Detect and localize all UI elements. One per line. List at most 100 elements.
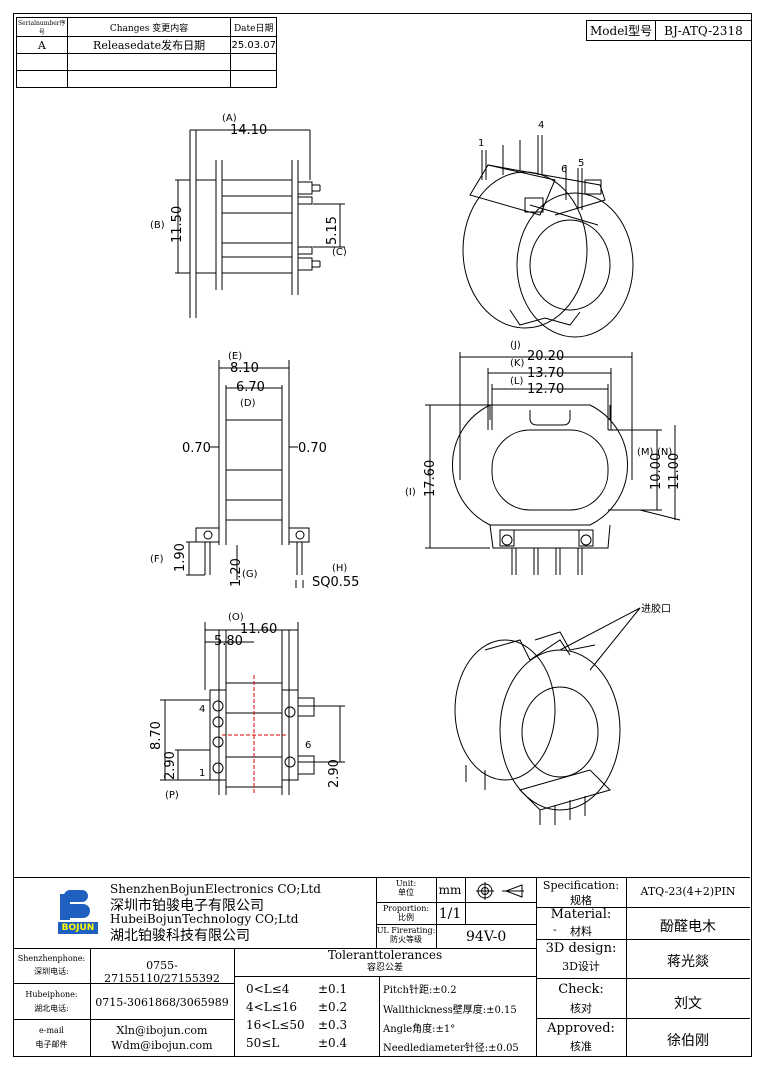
rev-empty-cell [66, 70, 232, 88]
revision-table: Serialnumber序号 Changes 变更内容 Date日期 A Rel… [16, 17, 277, 88]
model-value: BJ-ATQ-2318 [655, 20, 752, 41]
spec-label-cn: 规格 [570, 894, 592, 907]
tol-note-3: Needlediameter针径:±0.05 [383, 1043, 519, 1054]
dim-B-label: (B) [150, 220, 165, 231]
contacts-block: Shenzhenphone: 深圳电话: 0755-27155110/27155… [13, 948, 235, 1056]
company-name-en-1: ShenzhenBojunElectronics CO;Ltd [110, 882, 321, 896]
tol-value-2: ±0.3 [318, 1018, 348, 1032]
company-name-en-2: HubeiBojunTechnology CO;Ltd [110, 912, 299, 926]
spec-value: ATQ-23(4+2)PIN [640, 885, 736, 898]
dim-C-label: (C) [332, 247, 347, 258]
material-label-en: Material: [550, 907, 612, 922]
model-label: Model型号 [585, 20, 657, 41]
tol-range-3: 50≤L [246, 1036, 280, 1050]
company-name-cn-2: 湖北铂骏科技有限公司 [110, 928, 250, 944]
dim-I-label: (I) [405, 487, 416, 498]
dim-P-pitch: 2.90 [163, 751, 178, 780]
dim-side-right: 0.70 [298, 441, 327, 456]
dim-E: 8.10 [230, 361, 259, 376]
dim-K: 13.70 [527, 366, 564, 381]
dim-M-label: (M) [637, 447, 654, 458]
dim-D-label: (D) [240, 398, 256, 409]
unit-label-cn: 单位 [398, 888, 414, 897]
dim-J-label: (J) [510, 340, 521, 351]
dim-right-pitch: 2.90 [327, 759, 342, 788]
material-value: 酚醛电木 [660, 919, 716, 935]
company-name-cn-1: 深圳市铂骏电子有限公司 [110, 898, 264, 914]
projection-symbol-icon [476, 882, 526, 904]
spec-block: Specification: 规格 ATQ-23(4+2)PIN Materia… [536, 878, 750, 1056]
proportion-label-cn: 比例 [398, 913, 414, 922]
tol-range-0: 0<L≤4 [246, 982, 290, 996]
check-label-cn: 核对 [570, 1002, 592, 1015]
dim-H: SQ0.55 [312, 575, 359, 590]
dim-O: 11.60 [240, 622, 277, 637]
dim-A-label: (A) [222, 113, 237, 124]
pin-label-6: 6 [561, 164, 567, 175]
dim-L: 12.70 [527, 382, 564, 397]
tol-note-1: Wallthickness壁厚度:±0.15 [383, 1005, 517, 1016]
design-label-cn: 3D设计 [562, 960, 600, 973]
dim-E-label: (E) [228, 351, 242, 362]
dim-I: 17.60 [423, 460, 438, 497]
gate-note: 进胶口 [641, 602, 671, 615]
iso-view-bottom [454, 607, 641, 825]
unit-block: Unit: 单位 mm Proportion: 比例 1/1 UL Firera… [376, 878, 537, 949]
approved-label-cn: 核准 [570, 1040, 592, 1053]
unit-label-en: Unit: [395, 879, 417, 888]
tol-note-0: Pitch针距:±0.2 [383, 985, 457, 996]
rev-empty-cell [230, 70, 277, 88]
drawing-frame [13, 13, 752, 1057]
company-logo: BOJUN [58, 888, 98, 936]
iso-view-top [462, 135, 634, 338]
check-value: 刘文 [674, 996, 702, 1012]
bottom-pin-4: 4 [199, 704, 205, 715]
technical-drawing: (A) 14.10 (B) 11.50 5.15 (C) (E) 8.10 6.… [149, 113, 682, 825]
company-block: BOJUN ShenzhenBojunElectronics CO;Ltd 深圳… [13, 878, 377, 949]
hb-phone: 0715-3061868/3065989 [95, 996, 229, 1009]
unit-value: mm [438, 883, 462, 897]
hb-label-en: Hubeiphone: [25, 990, 78, 999]
tol-value-0: ±0.1 [318, 982, 348, 996]
spec-label-en: Specification: [542, 879, 620, 892]
tol-range-1: 4<L≤16 [246, 1000, 297, 1014]
tolerance-title-cn: 容忍公差 [366, 963, 403, 973]
tol-note-2: Angle角度:±1° [383, 1024, 456, 1035]
bottom-pin-1: 1 [199, 768, 205, 779]
pin-label-1: 1 [478, 138, 484, 149]
design-label-en: 3D design: [545, 941, 617, 956]
rev-changes: Releasedate发布日期 [66, 36, 232, 54]
dim-O-label: (O) [228, 612, 244, 623]
email-1: Xln@ibojun.com [116, 1024, 208, 1037]
dim-J: 20.20 [527, 349, 564, 364]
dim-G: 1.20 [229, 558, 244, 587]
hb-label-cn: 湖北电话: [34, 1004, 69, 1013]
dim-B: 11.50 [170, 206, 185, 243]
dim-side-left: 0.70 [182, 441, 211, 456]
tolerance-block: Toleranttolerances 容忍公差 0<L≤4 ±0.1 4<L≤1… [234, 948, 537, 1056]
dim-N-label: (N) [657, 447, 672, 458]
material-label-cn: 材料 [570, 925, 592, 938]
bottom-view [160, 622, 345, 795]
dim-P-label: (P) [165, 790, 179, 801]
dim-P-total: 8.70 [149, 721, 164, 750]
proportion-value: 1/1 [438, 906, 462, 922]
design-value: 蒋光燚 [667, 954, 709, 970]
pin-label-4: 4 [538, 120, 544, 131]
model-box: Model型号 BJ-ATQ-2318 [585, 20, 752, 41]
logo-text: BOJUN [61, 923, 95, 933]
tol-range-2: 16<L≤50 [246, 1018, 305, 1032]
sz-label-en: Shenzhenphone: [17, 954, 86, 963]
front-view [425, 352, 681, 575]
dim-N: 11.00 [667, 453, 682, 490]
sz-label-cn: 深圳电话: [34, 967, 69, 976]
dim-L-label: (L) [510, 376, 523, 387]
mail-label-en: e-mail [39, 1026, 64, 1035]
side-view [186, 360, 310, 588]
mail-label-cn: 电子邮件 [35, 1040, 68, 1049]
dim-H-label: (H) [332, 563, 347, 574]
dim-M: 10.00 [649, 453, 664, 490]
sz-phone: 0755-27155110/27155392 [104, 959, 220, 985]
ul-value: 94V-0 [466, 929, 507, 945]
dim-C: 5.15 [325, 216, 340, 245]
